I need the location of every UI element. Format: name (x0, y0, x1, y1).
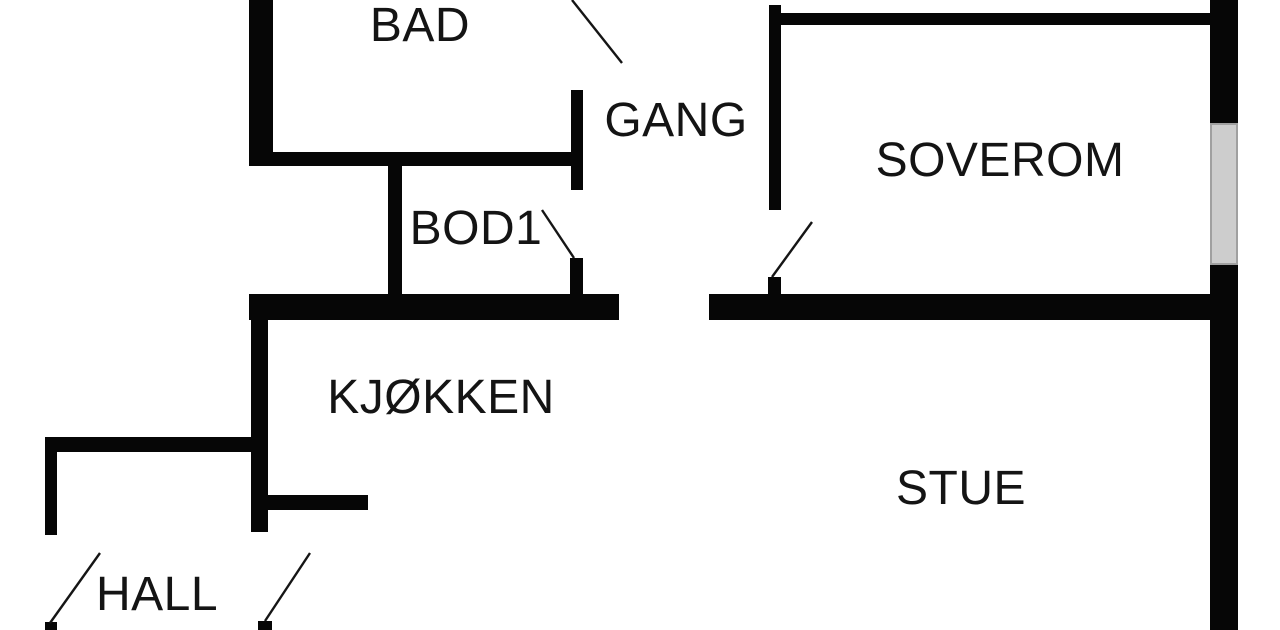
room-label-bad: BAD (369, 0, 471, 52)
wall-soverom-top-wall (769, 13, 1238, 25)
wall-gang-door-jamb (571, 90, 583, 190)
room-label-kjokken: KJØKKEN (327, 371, 555, 424)
wall-bod1-left-wall (388, 166, 402, 295)
wall-bod1-door-jamb (570, 258, 583, 295)
wall-soverom-left-wall (769, 5, 781, 210)
wall-right-wall-bottom (1210, 265, 1238, 630)
door-swing-hall-right-door (263, 552, 312, 622)
wall-bad-bottom-wall (249, 152, 583, 166)
room-label-soverom: SOVEROM (875, 134, 1125, 187)
room-label-hall: HALL (95, 568, 219, 621)
room-label-stue: STUE (895, 462, 1027, 515)
door-swing-soverom-door (771, 221, 813, 278)
door-swing-bad-gang-door (571, 0, 623, 64)
wall-hall-door-jamb-right (258, 621, 272, 630)
wall-hall-left-wall (45, 452, 57, 535)
wall-right-wall-top (1210, 0, 1238, 123)
soverom-window (1210, 123, 1238, 265)
wall-kitchen-stub-wall (268, 495, 368, 510)
wall-hall-top-wall (45, 437, 268, 452)
wall-kitchen-top-wall (249, 294, 619, 320)
door-swing-bod1-door (541, 209, 575, 259)
wall-kitchen-left-wall (251, 320, 268, 532)
room-label-bod1: BOD1 (409, 202, 543, 255)
wall-hall-door-jamb-left (45, 622, 57, 630)
room-label-gang: GANG (604, 94, 748, 147)
wall-soverom-bottom-wall (709, 294, 1238, 320)
wall-bad-left-wall (249, 0, 273, 166)
door-swing-hall-left-door (49, 552, 101, 624)
wall-soverom-door-jamb (768, 277, 781, 294)
